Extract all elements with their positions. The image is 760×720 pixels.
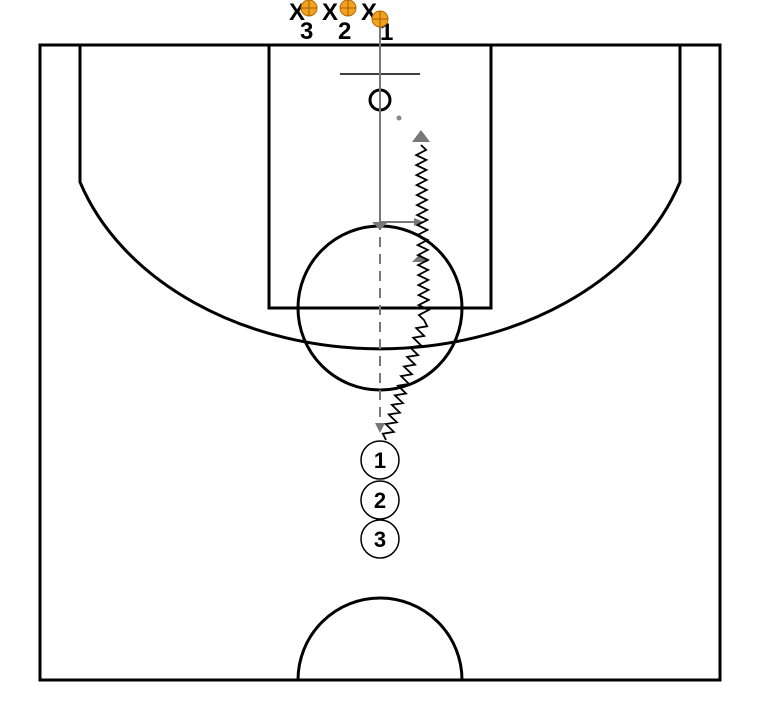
dribble-arrowhead — [412, 130, 430, 142]
basketball-icon — [300, 0, 318, 17]
offense-player-2-label: 2 — [374, 488, 386, 513]
basketball-icon — [339, 0, 357, 17]
player-circle — [360, 519, 400, 559]
free-throw-circle-bottom — [296, 307, 464, 392]
baseline-player-1: X 1 — [361, 0, 393, 46]
movements — [372, 20, 431, 441]
baseline-player-3-label: 3 — [300, 18, 313, 45]
baseline-player-2-marker: X — [322, 0, 338, 26]
cut-arrowhead — [372, 222, 388, 230]
baseline-player-2: X 2 — [322, 0, 357, 45]
shot-dot — [396, 115, 402, 121]
dribble-path — [381, 144, 431, 441]
offense-player-3-label: 3 — [374, 527, 386, 552]
offense-player-1-label: 1 — [374, 448, 386, 473]
basketball-icon — [371, 10, 389, 28]
baseline-player-2-label: 2 — [338, 18, 351, 45]
baseline-player-3: X 3 — [289, 0, 318, 45]
offense-player-2: 2 — [360, 480, 400, 520]
offense-players: 1 2 3 — [360, 440, 400, 559]
screen-arrowhead — [414, 218, 424, 226]
center-circle — [296, 596, 464, 681]
offense-player-1: 1 — [360, 440, 400, 480]
dribble-mid-arrowhead — [412, 254, 428, 262]
player-circle — [360, 440, 400, 480]
baseline-players: X 3 X 2 X 1 — [289, 0, 393, 46]
player-circle — [360, 480, 400, 520]
offense-player-3: 3 — [360, 519, 400, 559]
